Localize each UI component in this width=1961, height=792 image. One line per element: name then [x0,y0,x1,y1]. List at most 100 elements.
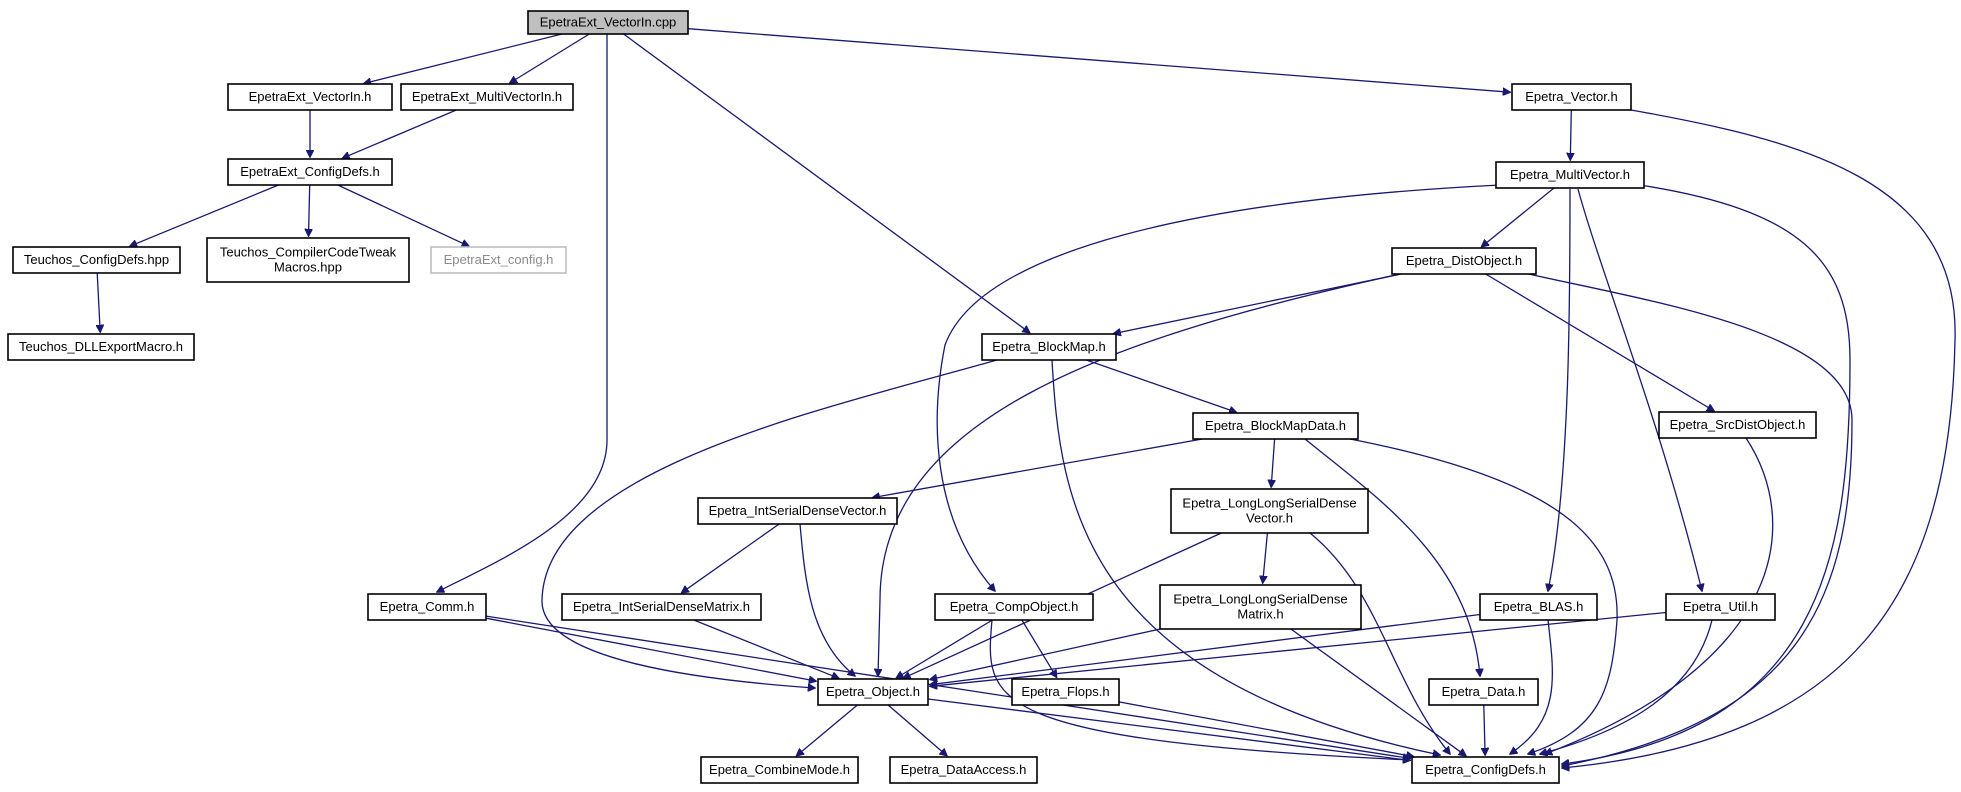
node-box [1511,83,1632,111]
node-label: Epetra_BlockMapData.h [1205,418,1346,433]
edge-obj_h-to-cfg_h [927,698,1410,760]
node-box [697,497,898,525]
node-label: Macros.hpp [274,260,342,275]
node-box [227,83,393,111]
node-label: Epetra_IntSerialDenseVector.h [709,503,887,518]
node-box [561,593,762,621]
node-label: Epetra_DistObject.h [1406,253,1522,268]
node-box [527,10,689,35]
edge-llsdm_h-to-obj_h [930,628,1161,680]
edge-util_h-to-cfg_h [1540,619,1713,754]
node-isdm-h[interactable]: Epetra_IntSerialDenseMatrix.h [561,593,762,621]
node-comp-h[interactable]: Epetra_CompObject.h [934,593,1094,621]
edge-dist_h-to-obj_h [878,273,1401,676]
node-box [981,333,1117,361]
edge-dist_h-to-cfg_h [1519,271,1853,766]
edges-layer [97,28,1956,768]
node-isdv-h[interactable]: Epetra_IntSerialDenseVector.h [697,497,898,525]
node-label: Epetra_Data.h [1442,684,1526,699]
node-box [1495,161,1645,189]
node-comm-h[interactable]: Epetra_Comm.h [367,593,487,621]
node-label: EpetraExt_MultiVectorIn.h [412,89,562,104]
node-vec-h[interactable]: Epetra_Vector.h [1511,83,1632,111]
edge-comp_h-to-flops_h [1021,619,1057,677]
node-box [1192,412,1359,440]
edge-bmapd_h-to-isdv_h [873,438,1203,498]
node-root[interactable]: EpetraExt_VectorIn.cpp [527,10,689,35]
edge-bmapd_h-to-cfg_h [1349,438,1618,754]
edge-isdm_h-to-obj_h [693,619,839,678]
node-box [1479,593,1598,621]
node-teu-dll[interactable]: Teuchos_DLLExportMacro.h [7,333,195,361]
node-label: Epetra_Util.h [1683,599,1758,614]
edge-obj_h-to-comb_h [797,704,858,756]
node-label: Epetra_IntSerialDenseMatrix.h [573,599,750,614]
node-ext-cfg[interactable]: EpetraExt_ConfigDefs.h [227,158,393,186]
node-bmapd-h[interactable]: Epetra_BlockMapData.h [1192,412,1359,440]
node-box [7,333,195,361]
edge-flops_h-to-cfg_h [1118,701,1414,757]
edge-obj_h-to-dacc_h [887,704,947,756]
node-label: Epetra_Comm.h [380,599,475,614]
edge-bmapd_h-to-llsdv_h [1271,438,1274,487]
node-dacc-h[interactable]: Epetra_DataAccess.h [889,756,1038,784]
node-src-h[interactable]: Epetra_SrcDistObject.h [1658,411,1817,439]
node-cfg-h[interactable]: Epetra_ConfigDefs.h [1411,756,1560,784]
edge-llsdv_h-to-cfg_h [1309,532,1450,754]
node-box [400,83,574,111]
edge-src_h-to-cfg_h [1545,437,1774,754]
edge-util_h-to-obj_h [930,611,1667,687]
node-label: Epetra_DataAccess.h [901,762,1027,777]
node-bmap-h[interactable]: Epetra_BlockMap.h [981,333,1117,361]
node-label: Epetra_Flops.h [1021,684,1109,699]
node-ext-config[interactable]: EpetraExt_config.h [430,246,567,274]
edge-data_h-to-cfg_h [1484,704,1485,755]
node-label: Teuchos_CompilerCodeTweak [220,245,397,260]
node-box [700,756,859,784]
node-label: Vector.h [1246,511,1293,526]
node-label: EpetraExt_config.h [444,252,554,267]
node-mv-h[interactable]: Epetra_MultiVector.h [1495,161,1645,189]
edge-blas_h-to-obj_h [930,613,1481,685]
node-label: Epetra_BLAS.h [1494,599,1584,614]
node-obj-h[interactable]: Epetra_Object.h [817,678,929,706]
node-util-h[interactable]: Epetra_Util.h [1665,593,1776,621]
edge-llsdm_h-to-cfg_h [1290,628,1466,756]
node-label: Epetra_MultiVector.h [1510,167,1630,182]
node-box [1428,678,1539,706]
node-box [1011,678,1120,706]
node-teu-cfg[interactable]: Teuchos_ConfigDefs.hpp [12,246,181,274]
node-box [817,678,929,706]
node-box [1665,593,1776,621]
node-blas-h[interactable]: Epetra_BLAS.h [1479,593,1598,621]
edge-root-to-bmap_h [623,33,1030,333]
edge-root-to-mvin_h [510,33,590,83]
node-box [12,246,181,274]
edge-vec_h-to-mv_h [1570,109,1571,160]
edge-isdv_h-to-isdm_h [682,523,780,593]
node-box [1658,411,1817,439]
node-mvin-h[interactable]: EpetraExt_MultiVectorIn.h [400,83,574,111]
node-box [1170,488,1369,534]
edge-mv_h-to-comp_h [936,184,1501,591]
nodes-layer: EpetraExt_VectorIn.cppEpetraExt_VectorIn… [7,10,1817,784]
edge-mv_h-to-dist_h [1482,187,1555,247]
node-dist-h[interactable]: Epetra_DistObject.h [1391,247,1537,275]
edge-bmap_h-to-obj_h [541,359,998,688]
node-label: EpetraExt_VectorIn.h [249,89,372,104]
edge-mvin_h-to-ext_cfg [343,109,457,158]
node-vin-h[interactable]: EpetraExt_VectorIn.h [227,83,393,111]
edge-teu_cfg-to-teu_dll [97,272,100,332]
node-label: Epetra_Vector.h [1525,89,1618,104]
node-data-h[interactable]: Epetra_Data.h [1428,678,1539,706]
node-box [1391,247,1537,275]
edge-ext_cfg-to-teu_cfg [130,184,279,246]
node-comb-h[interactable]: Epetra_CombineMode.h [700,756,859,784]
edge-blas_h-to-cfg_h [1510,619,1553,754]
node-box [430,246,567,274]
node-flops-h[interactable]: Epetra_Flops.h [1011,678,1120,706]
